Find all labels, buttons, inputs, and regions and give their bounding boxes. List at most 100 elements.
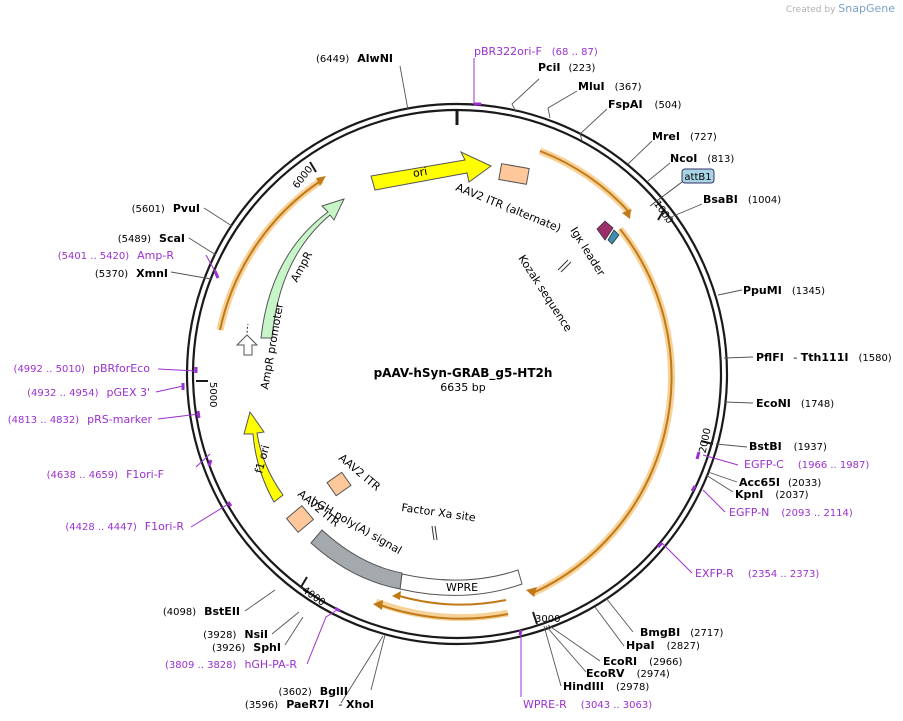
primer-pbrforeco: (4992 .. 5010)pBRforEco: [14, 362, 151, 375]
primer-wpre-r: WPRE-R(3043 .. 3063): [523, 698, 652, 711]
site-nsii: (3928)NsiI: [203, 628, 268, 641]
site-ecorv: EcoRV(2974): [586, 667, 670, 680]
site-acc65i: Acc65I(2033): [739, 476, 821, 489]
leader-pcii: [511, 78, 540, 113]
ampr-feature: [260, 198, 345, 339]
itr-alternate-label: AAV2 ITR (alternate): [454, 181, 563, 235]
kozak-label: Kozak sequence: [515, 253, 574, 335]
plasmid-name: pAAV-hSyn-GRAB_g5-HT2h: [374, 366, 553, 381]
insert-highlight-1: [538, 147, 633, 216]
primer-leader-exfp-r: [661, 542, 693, 574]
primer-pbr322ori-f: pBR322ori-F(68 .. 87): [474, 45, 598, 58]
site-scai: (5489)ScaI: [118, 232, 185, 245]
site-pvui: (5601)PvuI: [132, 202, 200, 215]
cds-arrow-4: [379, 604, 509, 620]
site-labels-right: PciI(223) MluI(367) FspAI(504) MreI(727)…: [538, 61, 892, 693]
leader-paer7i: [340, 635, 384, 704]
backbone-inner-ring: [191, 108, 723, 640]
site-bstbi: BstBI(1937): [749, 440, 827, 453]
cds-arrow-3: [395, 594, 507, 606]
cds-arrowhead-1: [622, 209, 631, 219]
primer-labels-left: (3809 .. 3828)hGH-PA-R (4428 .. 4447)F1o…: [8, 249, 298, 671]
primer-mark-egfp-n: [690, 485, 697, 492]
watermark-brand: SnapGene: [838, 2, 895, 15]
attb-small-feature: [607, 229, 620, 245]
leader-bstEII: [244, 589, 276, 612]
leader-fspai: [579, 108, 608, 141]
site-hpai: HpaI(2827): [626, 639, 700, 652]
leader-bglii: [370, 634, 386, 691]
tick-4000: [300, 576, 308, 588]
leader-ncoi: [647, 162, 671, 182]
site-ecori: EcoRI(2966): [603, 655, 683, 668]
site-hindiii: HindIII(2978): [563, 680, 649, 693]
ori-label: ori: [412, 165, 428, 180]
leader-scai: [188, 237, 217, 256]
primer-prs-marker: (4813 .. 4832)pRS-marker: [8, 413, 153, 426]
leader-bstbi: [715, 443, 748, 448]
primer-leader-prs-marker: [157, 413, 200, 420]
leader-bsabi: [663, 203, 703, 221]
primer-leader-pbr322ori-f: [473, 58, 482, 105]
attb1-label: attB1: [684, 172, 711, 183]
primer-marks: [181, 102, 701, 636]
site-mlui: MluI(367): [578, 80, 642, 93]
primer-mark-f1ori-f: [207, 459, 213, 467]
primer-egfp-n: EGFP-N(2093 .. 2114): [729, 506, 853, 519]
site-sphi: (3926)SphI: [212, 641, 281, 654]
leader-mlui: [547, 90, 578, 119]
cds-arrowhead-2: [526, 587, 537, 597]
cds-arrow-2: [532, 228, 673, 594]
ampr-promoter-label: AmpR promoter: [258, 302, 286, 391]
leader-nsii: [271, 611, 300, 635]
attb1-feature: [681, 168, 715, 184]
primer-egfp-c: EGFP-C(1966 .. 1987): [744, 458, 869, 471]
site-fspai: FspAI(504): [608, 98, 682, 111]
tick-1000: [657, 209, 665, 221]
cds-arrowhead-5: [316, 176, 326, 186]
primer-leader-egfp-n: [702, 489, 726, 513]
f1-ori-feature: [243, 410, 284, 503]
wpre-feature: [399, 569, 523, 596]
primer-hgh-pa-r: (3809 .. 3828)hGH-PA-R: [165, 658, 297, 671]
leader-ppumi: [717, 289, 743, 296]
leader-xmni: [170, 271, 212, 280]
tick-label-2000: 2000: [698, 427, 714, 454]
itr-alternate-feature: [498, 163, 530, 185]
leader-ecori: [547, 624, 601, 662]
factor-xa-mark-2: [434, 525, 438, 541]
primer-amp-r: (5401 .. 5420)Amp-R: [58, 249, 175, 262]
primer-mark-amp-r: [213, 270, 220, 279]
site-ppumi: PpuMI(1345): [743, 284, 825, 297]
leader-acc65i: [707, 471, 738, 483]
leader-kpni: [705, 474, 734, 493]
site-leaders: [170, 65, 754, 704]
tick-label-5000: 5000: [207, 382, 218, 407]
tick-label-4000: 4000: [300, 585, 327, 609]
tick-6000: [309, 161, 317, 173]
factor-xa-mark-1: [431, 525, 435, 541]
factor-xa-label: Factor Xa site: [401, 501, 477, 524]
plasmid-length: 6635 bp: [440, 381, 485, 394]
leader-ecorv: [545, 625, 587, 673]
wpre-label: WPRE: [446, 581, 478, 594]
primer-leader-f1ori-r: [190, 502, 231, 528]
site-bsabi: BsaBI(1004): [703, 193, 781, 206]
cds-arrowhead-3: [392, 591, 401, 600]
site-bstEII: (4098)BstEII: [163, 605, 240, 618]
ampr-promoter-feature: [235, 334, 259, 356]
cds-arrowhead-4: [373, 600, 383, 610]
primer-exfp-r: EXFP-R(2354 .. 2373): [695, 567, 819, 580]
primer-mark-exfp-r: [656, 541, 664, 549]
primer-leader-pbrforeco: [157, 368, 197, 372]
site-kpni: KpnI(2037): [735, 488, 809, 501]
leader-hindiii: [543, 625, 562, 687]
kozak-mark-1: [557, 259, 569, 271]
attb1-leader: [649, 181, 683, 207]
insert-highlight-3: [374, 598, 509, 622]
tick-3000: [532, 611, 538, 625]
primer-labels-right: pBR322ori-F(68 .. 87) EGFP-C(1966 .. 198…: [474, 45, 869, 711]
igk-leader-feature: [596, 220, 614, 241]
insert-highlight-2: [531, 226, 675, 597]
